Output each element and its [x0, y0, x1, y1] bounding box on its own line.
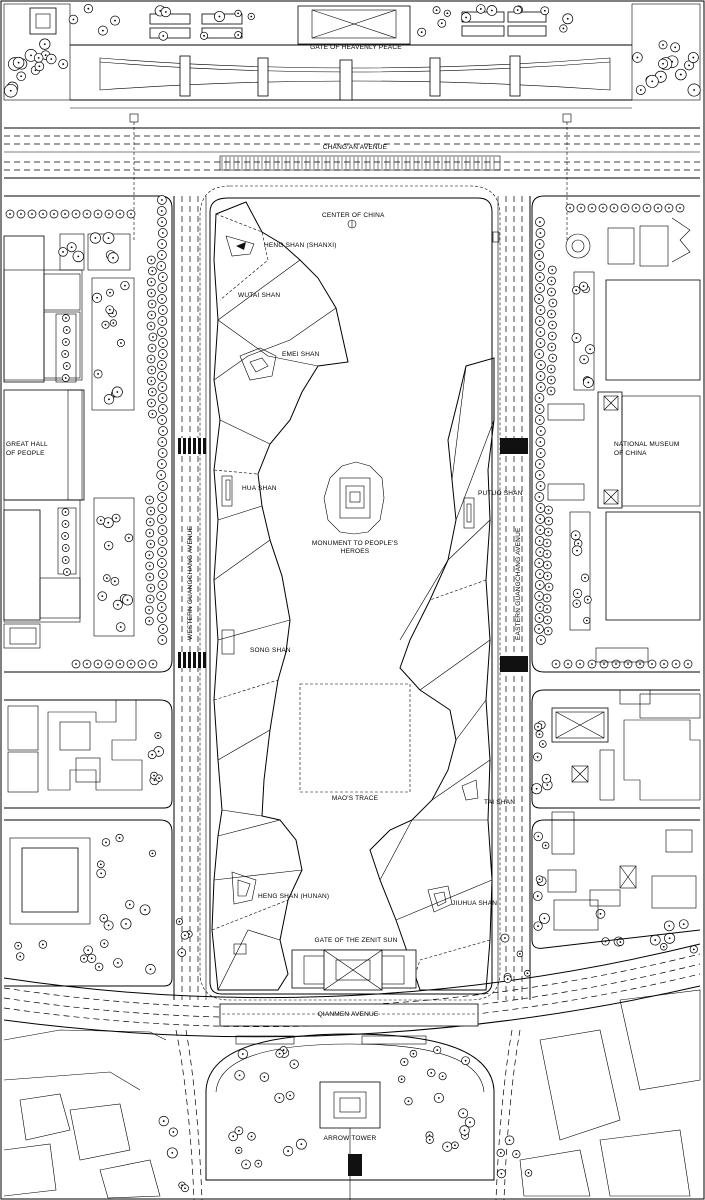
- label-of-china: OF CHINA: [614, 450, 647, 457]
- arrow-tower-building: [319, 1081, 381, 1129]
- gate-of-the-zenit-sun: [291, 949, 417, 991]
- south-blocks: [3, 989, 701, 1199]
- changan-avenue: [4, 113, 700, 240]
- label-of-people: OF PEOPLE: [6, 450, 45, 457]
- label-song-shan: SONG SHAN: [250, 647, 291, 654]
- label-hua-shan: HUA SHAN: [242, 485, 277, 492]
- label-eastern-avenue: EASTERN GUANGCHANG AVENUE: [515, 527, 522, 640]
- west-mountain-band: [211, 201, 349, 991]
- label-center-of-china: CENTER OF CHINA: [322, 212, 385, 219]
- national-museum-of-china: [597, 391, 623, 509]
- forbidden-city-area: [3, 3, 701, 109]
- gate-heavenly-peace-building: [297, 5, 411, 45]
- maos-trace-area: [299, 683, 411, 793]
- monument-to-peoples-heroes: [323, 461, 385, 535]
- label-emei-shan: EMEI SHAN: [282, 351, 320, 358]
- label-gate-zenit-sun: GATE OF THE ZENIT SUN: [315, 937, 398, 944]
- label-maos-trace: MAO'S TRACE: [332, 795, 379, 802]
- southwest-district: [4, 699, 173, 987]
- southeast-district: [531, 647, 701, 949]
- label-heng-shan-hunan: HENG SHAN (HUNAN): [258, 893, 329, 900]
- label-great-hall: GREAT HALL: [6, 441, 48, 448]
- label-qianmen-avenue: QIANMEN AVENUE: [318, 1011, 379, 1018]
- east-district: [531, 195, 701, 673]
- great-hall-of-people: [3, 389, 85, 501]
- arrow-tower-area: [175, 1029, 521, 1200]
- label-wutai-shan: WUTAI SHAN: [238, 292, 280, 299]
- label-western-avenue: WESTERN GUANGCHANG AVENUE: [187, 525, 194, 640]
- east-mountain-band: [369, 357, 495, 991]
- label-national-museum: NATIONAL MUSEUM: [614, 441, 679, 448]
- label-tai-shan: TAI SHAN: [484, 799, 515, 806]
- label-changan-avenue: CHANG'AN AVENUE: [323, 144, 388, 151]
- label-monument-1: MONUMENT TO PEOPLE'S: [312, 540, 399, 547]
- label-heng-shan-shanxi: HENG SHAN (SHANXI): [264, 242, 337, 249]
- label-jiuhua-shan: JIUHUA SHAN: [452, 900, 497, 907]
- tiananmen-square: [199, 185, 501, 1001]
- western-guangchang-avenue: [173, 196, 207, 1000]
- qianmen-avenue: [3, 943, 701, 1038]
- label-gate-heavenly-peace: GATE OF HEAVENLY PEACE: [310, 44, 402, 51]
- label-putuo-shan: PUTUO SHAN: [478, 490, 523, 497]
- label-arrow-tower: ARROW TOWER: [324, 1135, 377, 1142]
- label-monument-2: HEROES: [341, 548, 370, 555]
- eastern-guangchang-avenue: [492, 196, 531, 1000]
